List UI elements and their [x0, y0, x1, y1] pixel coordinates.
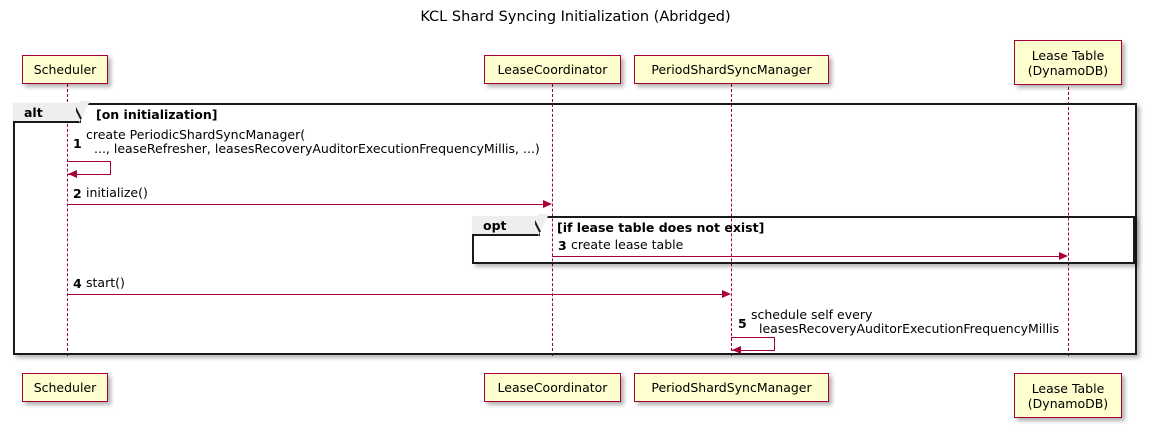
- message-1-arrowhead: [68, 170, 77, 178]
- participant-leasetable-bottom-label-line1: Lease Table: [1031, 380, 1105, 396]
- participant-scheduler-bottom-label: Scheduler: [33, 380, 97, 395]
- message-4-label: start(): [86, 275, 125, 290]
- message-4-number: 4: [73, 276, 82, 291]
- message-3-label: create lease table: [571, 237, 684, 252]
- message-2-number: 2: [73, 186, 82, 201]
- participant-periodshardsyncmanager-bottom[interactable]: PeriodShardSyncManager: [634, 373, 829, 402]
- lifeline-periodshardsyncmanager: [731, 84, 732, 356]
- message-3-line: [552, 256, 1061, 257]
- participant-scheduler-top[interactable]: Scheduler: [22, 55, 108, 84]
- participant-leasetable-top-label-line1: Lease Table: [1031, 47, 1105, 63]
- fragment-opt-notch-line-icon: [535, 214, 550, 238]
- participant-leasecoordinator-top-label: LeaseCoordinator: [497, 62, 608, 77]
- participant-periodshardsyncmanager-top[interactable]: PeriodShardSyncManager: [634, 55, 829, 84]
- fragment-opt-operator-text: opt: [483, 217, 507, 233]
- participant-leasecoordinator-bottom[interactable]: LeaseCoordinator: [484, 373, 621, 402]
- participant-scheduler-top-label: Scheduler: [33, 62, 97, 77]
- message-3-number: 3: [558, 238, 567, 253]
- message-2-line: [67, 204, 544, 205]
- lifeline-scheduler: [67, 84, 68, 356]
- diagram-title: KCL Shard Syncing Initialization (Abridg…: [420, 9, 731, 25]
- lifeline-leasecoordinator: [552, 84, 553, 356]
- fragment-alt-operator-text: alt: [24, 104, 43, 120]
- participant-leasetable-top[interactable]: Lease Table (DynamoDB): [1014, 40, 1122, 85]
- lifeline-leasetable: [1068, 87, 1069, 356]
- participant-leasecoordinator-top[interactable]: LeaseCoordinator: [484, 55, 621, 84]
- message-5-label-line1: schedule self every: [751, 307, 873, 322]
- message-5-number: 5: [738, 316, 747, 331]
- fragment-alt-guard-label: [on initialization]: [96, 107, 218, 122]
- message-1-number: 1: [73, 136, 82, 151]
- participant-scheduler-bottom[interactable]: Scheduler: [22, 373, 108, 402]
- participant-leasetable-top-label-line2: (DynamoDB): [1027, 62, 1109, 78]
- fragment-opt-guard-label: [if lease table does not exist]: [557, 220, 765, 235]
- message-1-label-line2: ..., leaseRefresher, leasesRecoveryAudit…: [94, 141, 540, 156]
- participant-leasecoordinator-bottom-label: LeaseCoordinator: [497, 380, 608, 395]
- message-1-self-loop: [67, 161, 111, 175]
- message-5-self-loop: [731, 337, 775, 351]
- message-2-label: initialize(): [86, 185, 148, 200]
- participant-periodshardsyncmanager-top-label: PeriodShardSyncManager: [651, 62, 812, 77]
- message-2-arrowhead: [543, 200, 552, 208]
- message-4-arrowhead: [722, 290, 731, 298]
- participant-leasetable-bottom[interactable]: Lease Table (DynamoDB): [1014, 373, 1122, 418]
- fragment-alt-operator-label: alt: [13, 101, 90, 123]
- participant-periodshardsyncmanager-bottom-label: PeriodShardSyncManager: [651, 380, 812, 395]
- message-5-label-line2: leasesRecoveryAuditorExecutionFrequencyM…: [759, 321, 1060, 336]
- fragment-alt-notch-line-icon: [76, 101, 91, 125]
- message-4-line: [67, 294, 723, 295]
- message-1-label-line1: create PeriodicShardSyncManager(: [86, 127, 306, 142]
- fragment-opt-lease-table-missing: [472, 216, 1135, 264]
- fragment-alt-on-initialization: [13, 103, 1137, 355]
- fragment-opt-operator-label: opt: [472, 214, 549, 236]
- message-3-arrowhead: [1059, 252, 1068, 260]
- participant-leasetable-bottom-label-line2: (DynamoDB): [1027, 395, 1109, 411]
- message-5-arrowhead: [732, 346, 741, 354]
